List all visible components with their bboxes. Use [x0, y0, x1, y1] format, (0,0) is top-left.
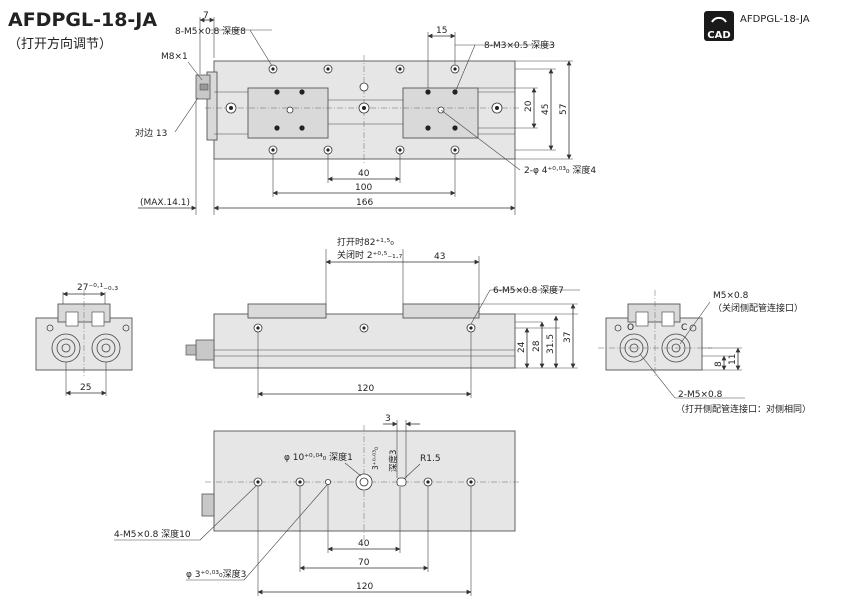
dim-40-top: 40 — [358, 169, 370, 179]
dim-166: 166 — [356, 198, 373, 208]
dim-120-front: 120 — [357, 384, 374, 394]
label-c: C — [681, 323, 687, 333]
port-close-desc: （关闭侧配管连接口） — [713, 302, 803, 314]
dim-15: 15 — [436, 26, 447, 36]
model-subtitle: （打开方向调节） — [8, 36, 112, 52]
dim-7: 7 — [203, 11, 209, 21]
slot-hole — [396, 477, 407, 487]
center-hole-note: φ 10⁺⁰·⁰⁴₀ 深度1 — [284, 451, 353, 463]
model-title: AFDPGL-18-JA — [8, 9, 157, 31]
dim-25: 25 — [80, 383, 91, 393]
dim-31-5: 31.5 — [546, 334, 556, 354]
radius-note: R1.5 — [420, 454, 441, 464]
tap-m5-note: 8-M5×0.8 深度8 — [175, 25, 246, 37]
right-end-view: O C M5×0.8 （关闭侧配管连接口） 2-M5×0.8 （打开侧配管连接口… — [598, 290, 811, 415]
slot-depth-a: 3⁺⁰·⁰³₀ — [371, 447, 380, 470]
dim-20: 20 — [524, 100, 534, 112]
front-adjust-screw — [195, 339, 215, 361]
dim-37: 37 — [563, 332, 573, 343]
port-open-desc: （打开侧配管连接口：对侧相同） — [676, 403, 811, 415]
dim-11: 11 — [728, 354, 738, 365]
cad-badge[interactable]: CAD — [704, 11, 734, 41]
port-open-note: 2-M5×0.8 — [678, 390, 723, 400]
m8-note: M8×1 — [161, 52, 188, 62]
port-close-note: M5×0.8 — [713, 291, 749, 301]
dim-120-bottom: 120 — [356, 582, 373, 592]
pin-hole-note: 2-φ 4⁺⁰·⁰³₀ 深度4 — [524, 164, 596, 176]
across-flats-note: 对边 13 — [135, 127, 167, 139]
left-end-view: 27⁻⁰·¹₋₀.₃ 25 — [35, 283, 133, 396]
dim-24: 24 — [517, 341, 527, 353]
cad-badge-label: CAD — [707, 30, 730, 41]
cad-model-label: AFDPGL-18-JA — [740, 14, 810, 25]
dim-3: 3 — [385, 414, 391, 424]
dim-40-bottom: 40 — [358, 539, 370, 549]
right-end-body — [605, 317, 703, 371]
top-mounting-holes — [225, 64, 503, 155]
top-view-end-plate — [206, 71, 218, 141]
bottom-tap-note: 4-M5×0.8 深度10 — [114, 528, 191, 540]
dim-100: 100 — [355, 183, 372, 193]
dim-45: 45 — [541, 104, 551, 115]
front-view: 打开时82⁺¹·⁵₀ 关闭时 2⁺⁰·⁵₋₁.₇ 43 6-M5×0.8 深度7… — [185, 236, 580, 398]
dim-43: 43 — [434, 252, 445, 262]
dim-28: 28 — [532, 340, 542, 352]
top-view: 8-M5×0.8 深度8 8-M3×0.5 深度3 M8×1 对边 13 2-φ… — [135, 11, 596, 215]
label-o: O — [627, 323, 634, 333]
slot-depth-b: 深度3 — [388, 450, 399, 472]
dim-27: 27⁻⁰·¹₋₀.₃ — [77, 283, 118, 293]
bottom-pin-note: φ 3⁺⁰·⁰³₀深度3 — [186, 568, 246, 580]
dim-max: (MAX.14.1) — [140, 198, 190, 208]
front-view-body — [213, 313, 516, 369]
side-tap-note: 6-M5×0.8 深度7 — [493, 284, 564, 296]
open-dim: 打开时82⁺¹·⁵₀ — [337, 236, 394, 248]
bottom-view: 3 3⁺⁰·⁰³₀ 深度3 φ 10⁺⁰·⁰⁴₀ 深度1 R1.5 4-M5×0… — [114, 414, 520, 596]
tap-m3-note: 8-M3×0.5 深度3 — [484, 39, 555, 51]
close-dim: 关闭时 2⁺⁰·⁵₋₁.₇ — [337, 249, 403, 261]
dim-57: 57 — [559, 104, 569, 115]
dim-8: 8 — [714, 361, 724, 367]
bottom-adjust-screw — [201, 493, 215, 517]
jaw-left — [247, 87, 329, 139]
dim-70: 70 — [358, 558, 370, 568]
front-jaw-right — [402, 303, 480, 319]
front-jaw-left — [247, 303, 327, 319]
